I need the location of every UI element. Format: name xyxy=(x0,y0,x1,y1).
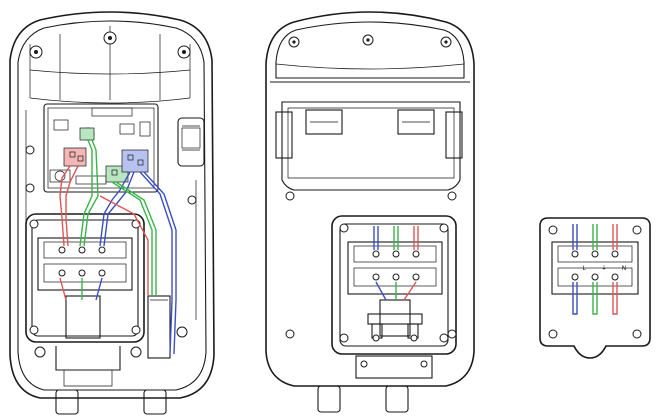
terminal-label-l: L xyxy=(582,265,586,272)
left-enclosure-panel xyxy=(9,11,215,415)
pcb-board xyxy=(43,103,159,193)
terminal-label-n: N xyxy=(622,265,627,272)
middle-terminal-box xyxy=(331,215,457,355)
right-terminal-detail-panel: L ⏚ N xyxy=(539,217,651,359)
terminal-label-earth: ⏚ xyxy=(601,265,607,272)
left-wiring xyxy=(59,139,177,355)
middle-backplate-panel xyxy=(265,11,475,413)
